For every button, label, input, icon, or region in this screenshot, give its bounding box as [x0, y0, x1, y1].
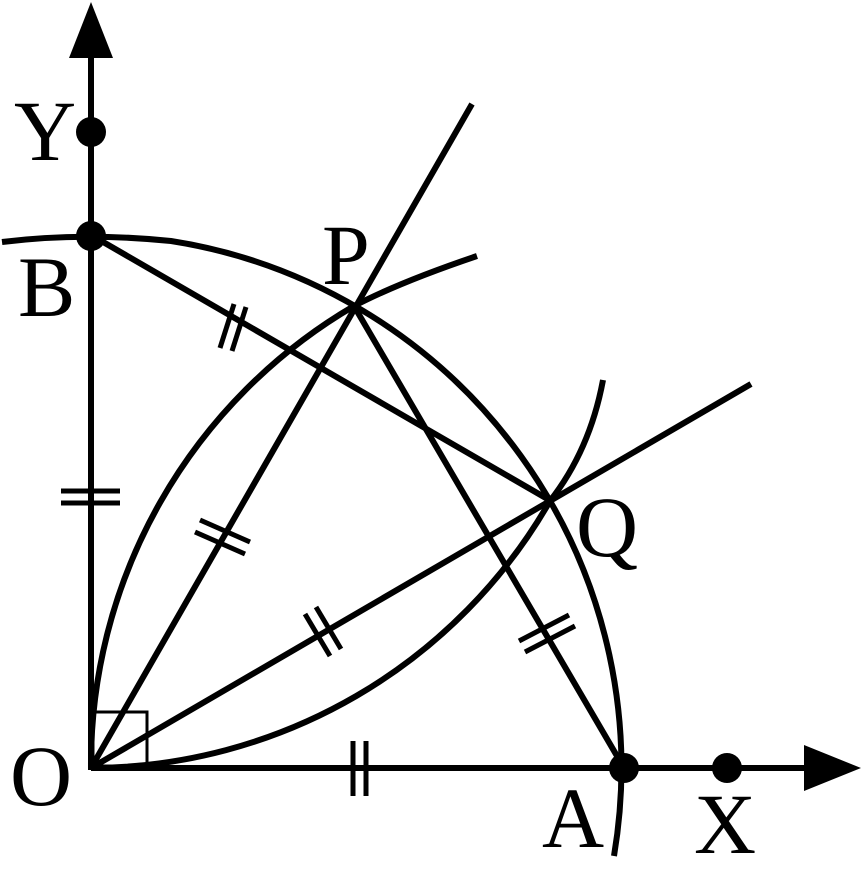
- ray-oq: [89, 381, 753, 771]
- segment-pa: [351, 304, 627, 770]
- x-axis-arrowhead: [804, 745, 861, 791]
- point-x-dot: [712, 753, 742, 783]
- tick-bp: [217, 303, 249, 352]
- point-b-dot: [76, 221, 106, 251]
- label-a: A: [542, 770, 604, 866]
- label-q: Q: [576, 479, 638, 575]
- arc-center-b: [90, 379, 606, 771]
- tick-ob: [61, 488, 120, 506]
- label-x: X: [694, 776, 756, 872]
- label-b: B: [18, 239, 75, 335]
- tick-qa: [517, 612, 577, 655]
- tick-oq: [302, 605, 344, 658]
- label-y: Y: [14, 83, 76, 179]
- point-a-dot: [609, 753, 639, 783]
- tick-oa: [350, 741, 369, 796]
- point-y-dot: [76, 117, 106, 147]
- label-o: O: [10, 728, 72, 824]
- arc-center-o: [1, 233, 625, 857]
- arc-center-a: [87, 253, 478, 769]
- y-axis-arrowhead: [69, 2, 113, 58]
- tick-op: [193, 517, 252, 557]
- ray-op: [88, 102, 475, 770]
- segment-bq: [89, 232, 553, 504]
- label-p: P: [322, 207, 370, 303]
